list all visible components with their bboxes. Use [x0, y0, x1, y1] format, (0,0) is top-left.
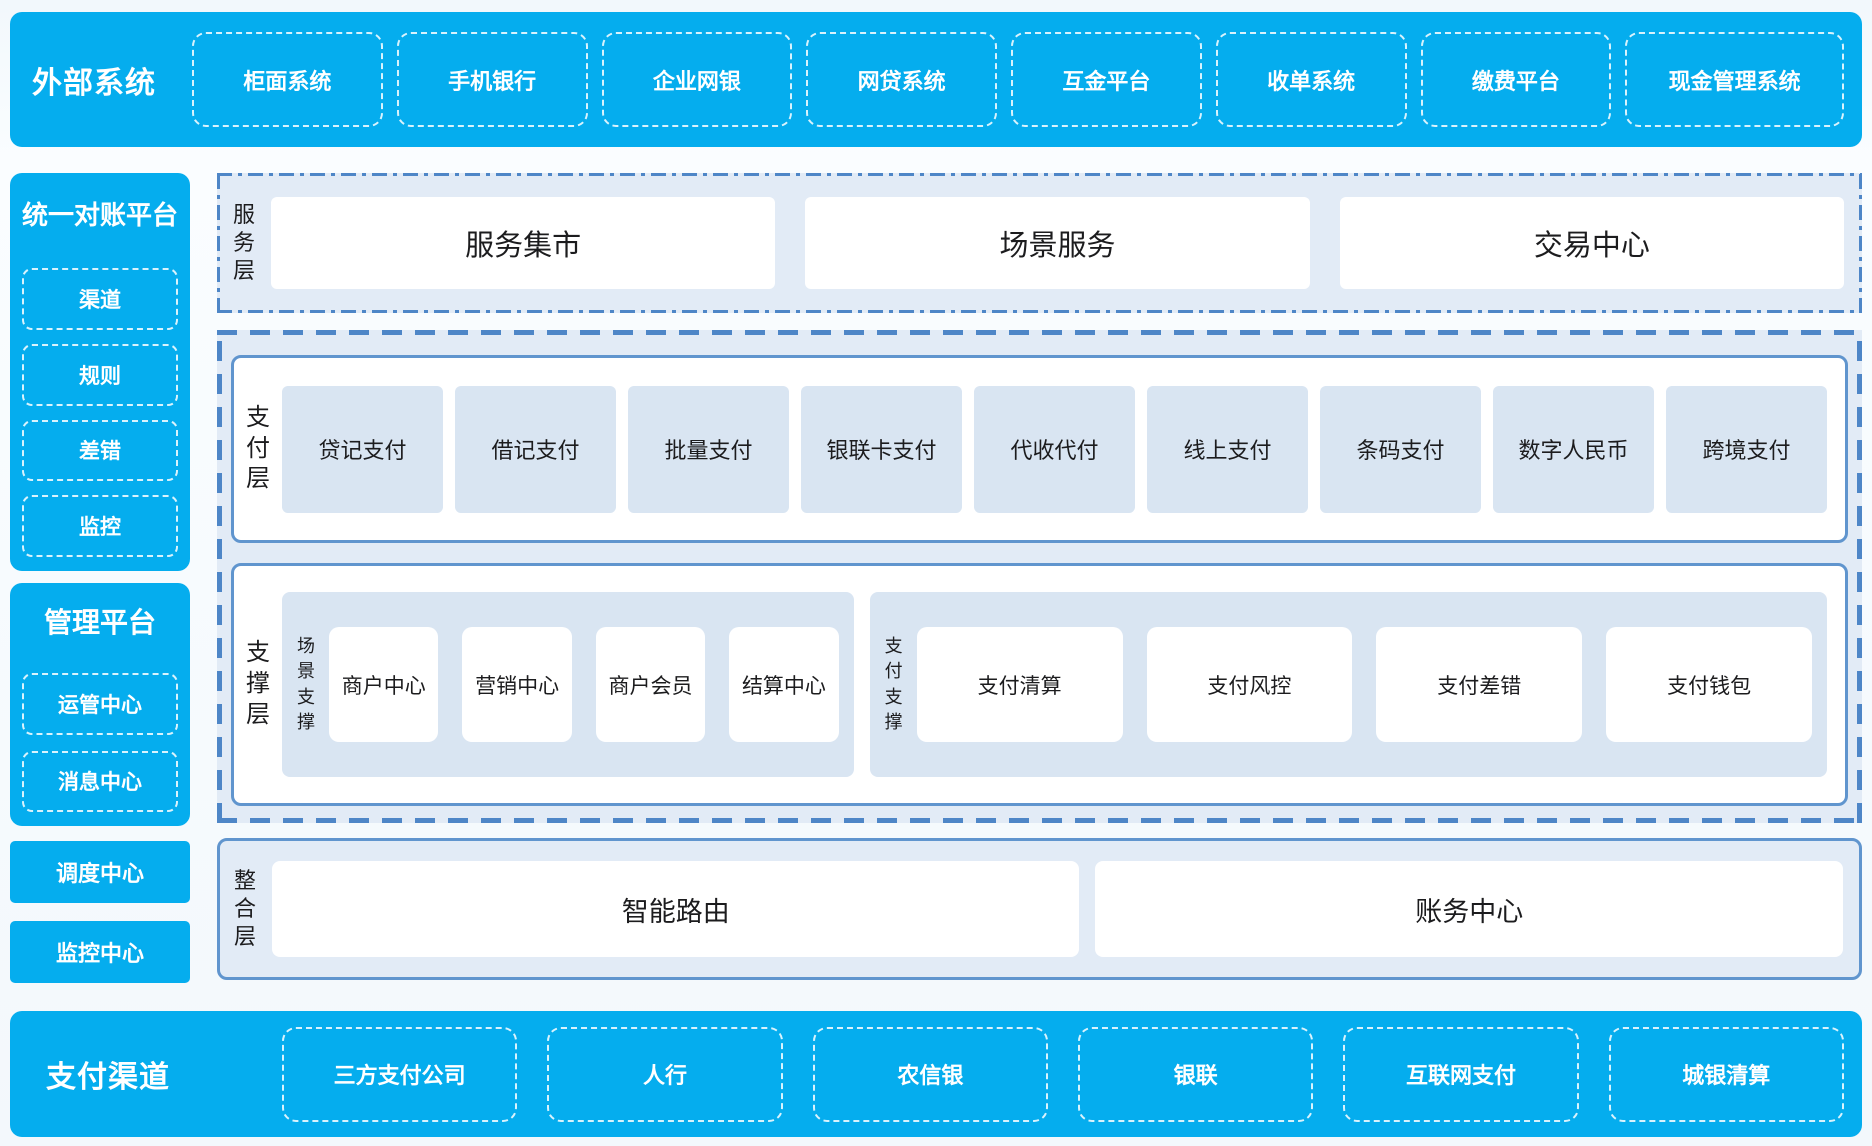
scene-support-node: 商户会员	[595, 627, 706, 742]
payment-support-node: 支付差错	[1376, 627, 1583, 742]
external-systems-title: 外部系统	[32, 66, 156, 100]
scene-support-group: 场景支撑 商户中心 营销中心 商户会员 结算中心	[282, 592, 854, 777]
payment-node: 条码支付	[1320, 385, 1482, 513]
payment-support-group: 支付支撑 支付清算 支付风控 支付差错 支付钱包	[869, 592, 1827, 777]
scene-support-label: 场景支撑	[297, 636, 316, 732]
scene-support-items: 商户中心 营销中心 商户会员 结算中心	[329, 627, 839, 742]
scene-support-node: 商户中心	[329, 627, 439, 742]
integration-node: 账务中心	[1095, 861, 1843, 957]
recon-platform-node: 渠道	[22, 268, 179, 330]
payment-channel-node: 农信银	[812, 1026, 1048, 1122]
service-node: 交易中心	[1339, 197, 1844, 289]
payment-node: 数字人民币	[1493, 385, 1655, 513]
payment-support-node: 支付风控	[1146, 627, 1353, 742]
external-systems-banner: 外部系统 柜面系统 手机银行 企业网银 网贷系统 互金平台 收单系统 缴费平台 …	[10, 12, 1862, 147]
support-layer-label: 支撑层	[246, 639, 271, 728]
dispatch-center-node: 调度中心	[10, 841, 191, 903]
recon-platform-title: 统一对账平台	[22, 200, 179, 230]
payment-support-node: 支付钱包	[1606, 627, 1813, 742]
payment-node: 代收代付	[974, 385, 1136, 513]
service-layer-label: 服务层	[233, 201, 256, 284]
mgmt-platform-node: 运管中心	[22, 673, 179, 735]
service-node: 场景服务	[805, 197, 1310, 289]
external-system-node: 互金平台	[1011, 32, 1202, 127]
payment-channel-node: 人行	[547, 1026, 783, 1122]
recon-platform-block: 统一对账平台 渠道 规则 差错 监控	[10, 173, 191, 571]
recon-platform-node: 差错	[22, 419, 179, 482]
payment-node: 批量支付	[628, 385, 790, 513]
payment-channel-node: 互联网支付	[1343, 1026, 1579, 1122]
diagram-body: 统一对账平台 渠道 规则 差错 监控 管理平台 运管中心 消息中心 调度中心 监…	[10, 173, 1862, 983]
support-layer-panel: 支撑层 场景支撑 商户中心 营销中心 商户会员 结算中心 支付支撑	[231, 563, 1848, 806]
integration-layer-items: 智能路由 账务中心	[272, 861, 1843, 957]
mgmt-platform-block: 管理平台 运管中心 消息中心	[10, 583, 191, 826]
payment-layer-panel: 支付层 贷记支付 借记支付 批量支付 银联卡支付 代收代付 线上支付 条码支付 …	[231, 355, 1848, 543]
scene-support-node: 营销中心	[462, 627, 572, 742]
payment-node: 线上支付	[1147, 385, 1309, 513]
integration-layer-section: 整合层 智能路由 账务中心	[217, 838, 1862, 980]
payment-layer-items: 贷记支付 借记支付 批量支付 银联卡支付 代收代付 线上支付 条码支付 数字人民…	[282, 385, 1828, 513]
payment-node: 贷记支付	[282, 385, 444, 513]
payment-node: 跨境支付	[1666, 385, 1828, 513]
payment-support-label: 支付支撑	[884, 636, 903, 732]
scene-support-node: 结算中心	[729, 627, 839, 742]
service-layer-section: 服务层 服务集市 场景服务 交易中心	[217, 173, 1862, 313]
main-column: 服务层 服务集市 场景服务 交易中心 支付层 贷记支付 借记支付 批量支付 银联…	[217, 173, 1862, 983]
support-layer-groups: 场景支撑 商户中心 营销中心 商户会员 结算中心 支付支撑 支付清算 支付风控	[282, 592, 1827, 777]
service-layer-items: 服务集市 场景服务 交易中心	[271, 197, 1844, 289]
payment-channels-banner: 支付渠道 三方支付公司 人行 农信银 银联 互联网支付 城银清算	[10, 1011, 1862, 1137]
payment-support-node: 支付清算	[916, 627, 1123, 742]
payment-support-items: 支付清算 支付风控 支付差错 支付钱包	[916, 627, 1813, 742]
external-system-node: 网贷系统	[806, 32, 997, 127]
external-system-node: 企业网银	[601, 32, 793, 127]
external-system-node: 缴费平台	[1420, 32, 1612, 127]
external-system-node: 柜面系统	[192, 32, 383, 127]
payment-channels-title: 支付渠道	[46, 1061, 170, 1094]
mgmt-platform-title: 管理平台	[44, 607, 157, 638]
external-system-node: 收单系统	[1215, 32, 1407, 127]
payment-channel-node: 银联	[1077, 1026, 1314, 1122]
payment-node: 银联卡支付	[801, 385, 963, 513]
recon-platform-node: 规则	[22, 343, 179, 406]
integration-node: 智能路由	[272, 861, 1080, 957]
mgmt-platform-node: 消息中心	[22, 750, 179, 812]
payment-channel-node: 城银清算	[1608, 1026, 1844, 1122]
payment-channel-node: 三方支付公司	[282, 1026, 518, 1122]
external-system-node: 现金管理系统	[1625, 32, 1845, 127]
payment-support-section: 支付层 贷记支付 借记支付 批量支付 银联卡支付 代收代付 线上支付 条码支付 …	[217, 330, 1862, 823]
monitor-center-node: 监控中心	[10, 921, 191, 983]
integration-layer-label: 整合层	[234, 867, 257, 950]
service-node: 服务集市	[271, 197, 776, 289]
recon-platform-node: 监控	[22, 495, 179, 557]
payment-node: 借记支付	[455, 385, 617, 513]
external-systems-items: 柜面系统 手机银行 企业网银 网贷系统 互金平台 收单系统 缴费平台 现金管理系…	[192, 32, 1845, 127]
payment-channels-items: 三方支付公司 人行 农信银 银联 互联网支付 城银清算	[282, 1026, 1844, 1122]
external-system-node: 手机银行	[396, 32, 588, 127]
left-sidebar: 统一对账平台 渠道 规则 差错 监控 管理平台 运管中心 消息中心 调度中心 监…	[10, 173, 191, 983]
payment-layer-label: 支付层	[246, 403, 271, 493]
